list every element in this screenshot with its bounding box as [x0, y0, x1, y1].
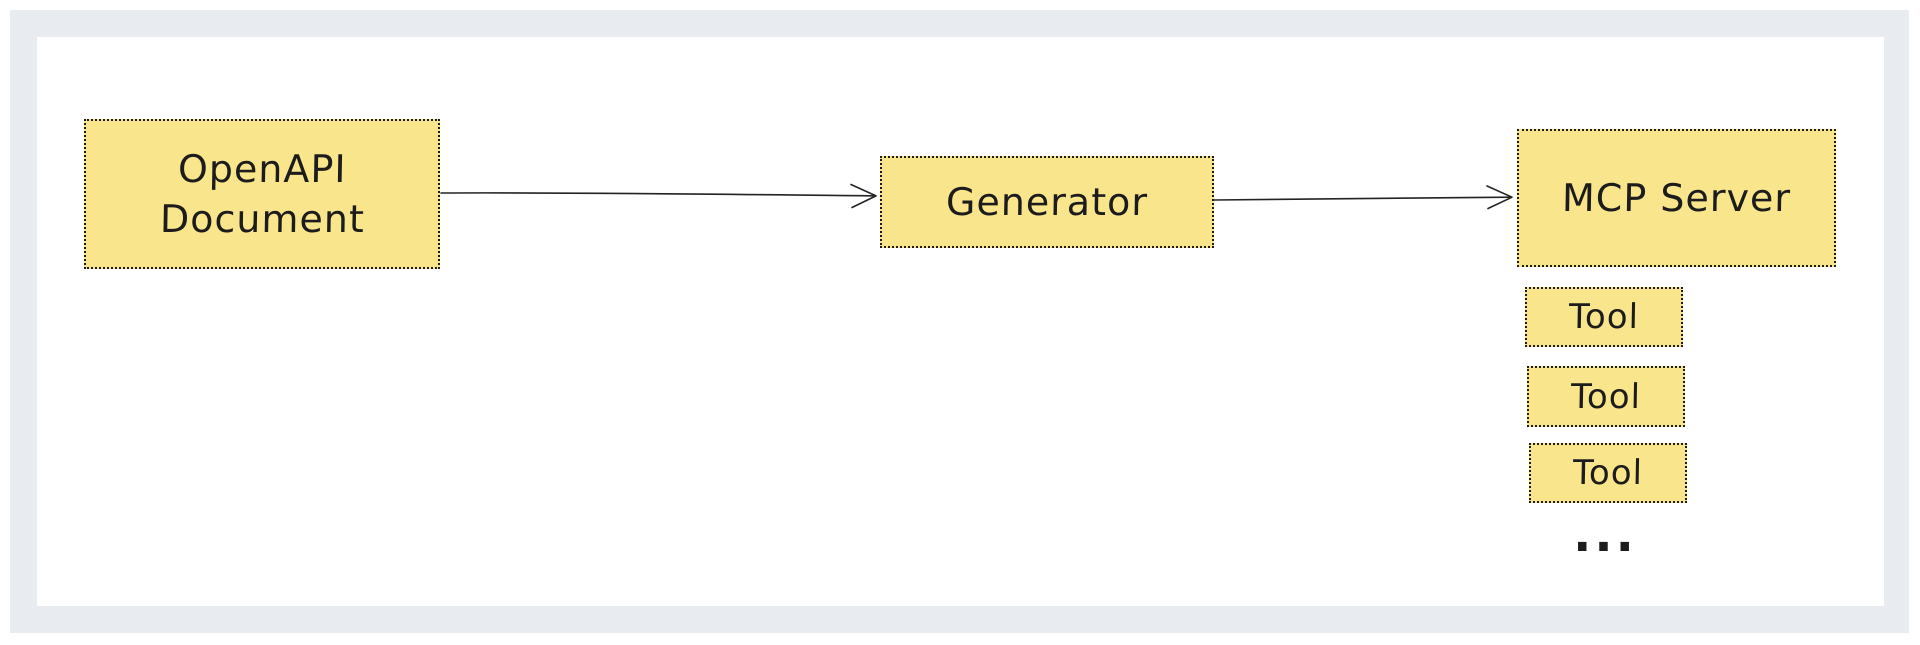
node-tool-1-label: Tool: [1568, 297, 1640, 337]
node-tool-2: Tool: [1527, 366, 1685, 427]
node-tool-3: Tool: [1529, 443, 1687, 503]
node-openapi-document-label-line2: Document: [159, 197, 365, 241]
node-openapi-document-label-line1: OpenAPI: [177, 147, 347, 191]
more-tools-ellipsis: ...: [1573, 507, 1637, 563]
node-tool-1: Tool: [1525, 287, 1683, 347]
node-tool-3-label: Tool: [1572, 453, 1644, 493]
node-generator-label: Generator: [945, 180, 1149, 224]
node-mcp-server: MCP Server: [1517, 129, 1836, 267]
node-mcp-server-label: MCP Server: [1561, 176, 1792, 220]
node-openapi-document: OpenAPI Document: [84, 119, 440, 269]
node-generator: Generator: [880, 156, 1214, 248]
node-tool-2-label: Tool: [1570, 376, 1642, 417]
